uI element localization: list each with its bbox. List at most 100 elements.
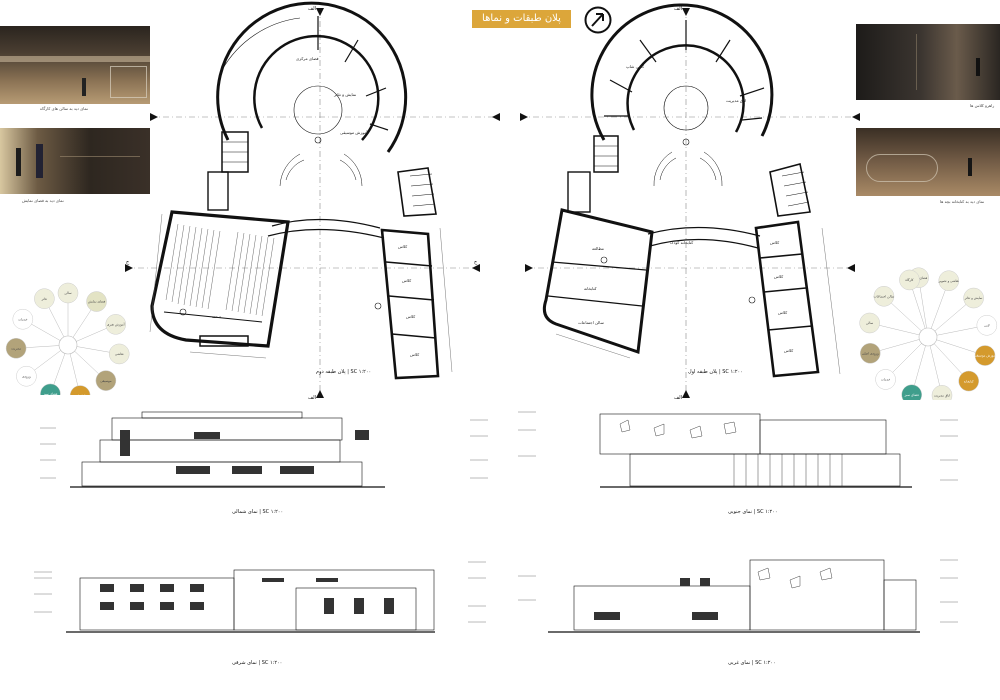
room-label: اتاق مدیریت: [726, 98, 746, 103]
bubble-node: [86, 291, 107, 312]
bubble-node: [57, 282, 79, 304]
bubble-node: [5, 338, 27, 359]
bubble-node: [958, 370, 979, 392]
room-label: کلاس: [410, 352, 419, 357]
bubble-label: نمایش و تئاتر: [964, 296, 983, 300]
photo-caption: نمای دید به فضای نمایش: [22, 198, 64, 203]
room-label: کلاس: [778, 310, 787, 315]
room-label: کلاس: [398, 244, 407, 249]
bubble-node: [69, 385, 91, 395]
bubble-diagram-left: سالن فضای نمایش آموزش هنری نقاشی موسیقی کتابخ…: [5, 282, 130, 395]
bubble-node: [108, 343, 130, 365]
bubble-label: کتابخانه: [964, 379, 974, 383]
elevation-south: [599, 413, 912, 488]
plan-upper-floor: [149, 1, 453, 380]
room-label: کلاس: [770, 240, 779, 245]
bubble-label: نقاشی و تصویر: [938, 279, 959, 283]
bubble-label: سالن اجتماعات: [874, 294, 895, 298]
section-marker: ج: [474, 259, 478, 265]
photo-caption: راهرو کلاس ها: [970, 103, 995, 108]
bubble-node: [938, 270, 960, 291]
bubble-label: ورودی اصلی: [862, 351, 879, 355]
bubble-label: اتاق مدیریت: [934, 394, 950, 398]
bubble-label: آموزش هنری: [107, 323, 125, 327]
bubble-node: [931, 385, 953, 400]
bubble-label: سالن: [64, 291, 71, 295]
bubble-label: کتابخانه: [75, 394, 85, 395]
photo-children-library: [856, 128, 1000, 196]
plan-lower-floor: [542, 3, 841, 378]
room-label: کافی شاپ: [626, 64, 644, 69]
room-label: کتابخانه: [584, 286, 597, 291]
bubble-node: [860, 343, 881, 364]
bubble-node: [12, 308, 34, 330]
photo-caption: نمای دید به سالن های کارگاه: [40, 106, 88, 111]
plan-upper-scale: پلان طبقه دوم | SC ۱:۲۰۰: [316, 369, 371, 375]
bubble-label: آموزش موسیقی: [974, 354, 996, 358]
bubble-node: [976, 315, 998, 336]
bubble-label: نقاشی: [115, 352, 124, 356]
elevation-caption: نمای شرقی | SC ۱:۲۰۰: [232, 660, 282, 666]
bubble-label: خدمات: [18, 317, 27, 321]
photo-exhibition-space: [0, 128, 150, 194]
elevation-caption: نمای شمالی | SC ۱:۲۰۰: [232, 509, 283, 515]
room-label: کلاس: [774, 274, 783, 279]
bubble-node: [974, 345, 996, 366]
elevation-caption: نمای غربی | SC ۱:۲۰۰: [728, 660, 776, 666]
axis-arrows: [125, 8, 860, 398]
sheet-title: پلان طبقات و نماها: [472, 10, 571, 28]
bubble-node: [899, 269, 920, 291]
room-label: کلاس: [784, 348, 793, 353]
bubble-node: [859, 312, 880, 334]
bubble-node: [963, 287, 984, 309]
room-label: مطالعه: [592, 246, 604, 251]
elevation-east: [66, 569, 435, 633]
bubble-node: [16, 365, 37, 387]
bubble-hub: [58, 335, 78, 355]
plan-lower-scale: پلان طبقه اول | SC ۱:۲۰۰: [688, 369, 743, 375]
bubble-label: لابی: [984, 323, 990, 327]
elevation-caption: نمای جنوبی | SC ۱:۲۰۰: [728, 509, 778, 515]
bubble-label: فضای نمایش: [88, 300, 106, 304]
room-label: سالن اجتماعات: [578, 320, 604, 325]
axis-marker: الف: [308, 6, 316, 12]
bubble-label: موسیقی: [100, 379, 112, 383]
photo-class-corridor: [856, 24, 1000, 100]
room-label: نمایش و تئاتر: [333, 92, 356, 97]
axis-marker: الف: [674, 395, 682, 401]
axis-lines: [125, 8, 860, 398]
axis-marker: الف: [674, 6, 682, 12]
axis-marker: الف: [308, 395, 316, 401]
bubble-label: سالن: [866, 321, 873, 325]
bubble-label: تئاتر: [41, 297, 48, 301]
bubble-node: [901, 384, 922, 400]
bubble-label: کارگاه: [905, 278, 914, 282]
room-label: فضای مرکزی: [296, 56, 319, 61]
level-markers: [34, 411, 958, 623]
bubble-node: [105, 314, 126, 335]
north-arrow-icon: [584, 6, 612, 34]
room-label: کلاس: [402, 278, 411, 283]
bubble-node: [40, 383, 61, 395]
bubble-label: فضای سبز: [904, 393, 920, 397]
room-label: کلاس: [406, 314, 415, 319]
bubble-label: ورودی: [22, 374, 31, 378]
bubble-node: [873, 286, 895, 307]
elevation-west: [548, 559, 920, 633]
bubble-node: [34, 288, 55, 309]
bubble-node: [875, 369, 896, 390]
room-label: کتابخانه کودک: [670, 240, 693, 245]
room-label: آموزش موسیقی: [340, 130, 368, 135]
bubble-label: فضای سبز: [42, 392, 58, 395]
photo-workshop-hall: [0, 26, 150, 104]
photo-caption: نمای دید به کتابخانه بچه ها: [940, 199, 985, 204]
section-marker: ج: [126, 259, 130, 265]
bubble-label: خدمات: [881, 378, 890, 382]
bubble-node: [95, 370, 117, 391]
elevation-north: [70, 411, 385, 488]
bubble-label: مدیریت: [11, 346, 21, 350]
room-label: صحنه: [212, 314, 222, 319]
